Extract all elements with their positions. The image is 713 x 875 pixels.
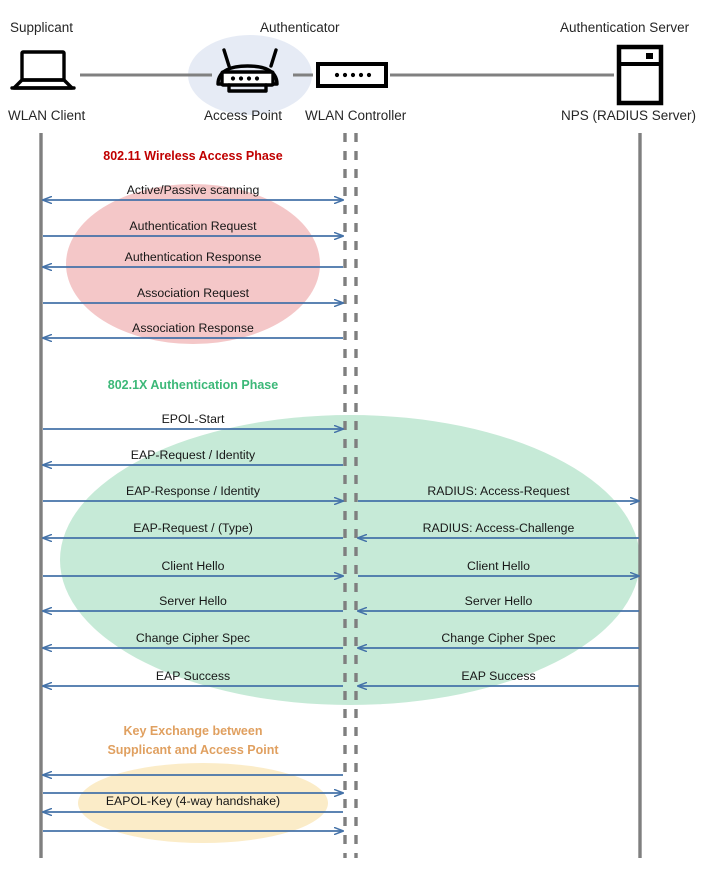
phase-label-8021x: 802.1X Authentication Phase <box>107 378 279 392</box>
device-label-nps-radius-server: NPS (RADIUS Server) <box>561 108 697 123</box>
msg-label-eap-success-right: EAP Success <box>461 669 536 683</box>
msg-label-eap-success-left: EAP Success <box>155 669 231 683</box>
role-title-authenticator: Authenticator <box>260 20 340 35</box>
laptop-icon <box>10 50 76 90</box>
phase-label-key-exchange-line1: Key Exchange between <box>123 724 263 738</box>
msg-label-client-hello-right: Client Hello <box>467 559 530 573</box>
phase-label-key-exchange-line2: Supplicant and Access Point <box>107 743 279 757</box>
msg-label-authentication-request: Authentication Request <box>129 219 257 233</box>
phase-label-80211: 802.11 Wireless Access Phase <box>103 149 283 163</box>
msg-label-radius-access-challenge: RADIUS: Access-Challenge <box>422 521 575 535</box>
device-label-wlan-client: WLAN Client <box>8 108 86 123</box>
msg-label-change-cipher-spec-right: Change Cipher Spec <box>441 631 556 645</box>
access-point-leds <box>230 76 260 81</box>
msg-label-radius-access-request: RADIUS: Access-Request <box>427 484 570 498</box>
msg-label-epol-start: EPOL-Start <box>161 412 225 426</box>
phase-80211-ellipse <box>66 184 320 344</box>
phase-label-key-exchange: Key Exchange between Supplicant and Acce… <box>43 722 343 760</box>
role-title-authentication-server: Authentication Server <box>560 20 690 35</box>
phase-8021x-ellipse <box>60 415 640 705</box>
msg-label-server-hello-right: Server Hello <box>464 594 533 608</box>
msg-label-association-response: Association Response <box>132 321 254 335</box>
msg-label-client-hello-left: Client Hello <box>161 559 225 573</box>
device-label-wlan-controller: WLAN Controller <box>305 108 407 123</box>
msg-label-eap-response-identity: EAP-Response / Identity <box>126 484 260 498</box>
msg-label-eap-request-identity: EAP-Request / Identity <box>130 448 256 462</box>
msg-label-active-passive-scanning: Active/Passive scanning <box>126 183 260 197</box>
msg-label-eapol-key-handshake: EAPOL-Key (4-way handshake) <box>105 794 281 808</box>
msg-label-change-cipher-spec-left: Change Cipher Spec <box>135 631 251 645</box>
wlan-controller-leds <box>334 72 372 78</box>
role-title-supplicant: Supplicant <box>10 20 74 35</box>
msg-label-authentication-response: Authentication Response <box>124 250 262 264</box>
msg-label-association-request: Association Request <box>136 286 250 300</box>
device-label-access-point: Access Point <box>204 108 283 123</box>
phase-key-exchange-ellipse <box>78 763 328 843</box>
msg-label-server-hello-left: Server Hello <box>159 594 227 608</box>
server-icon <box>616 44 664 106</box>
msg-label-eap-request-type: EAP-Request / (Type) <box>133 521 253 535</box>
